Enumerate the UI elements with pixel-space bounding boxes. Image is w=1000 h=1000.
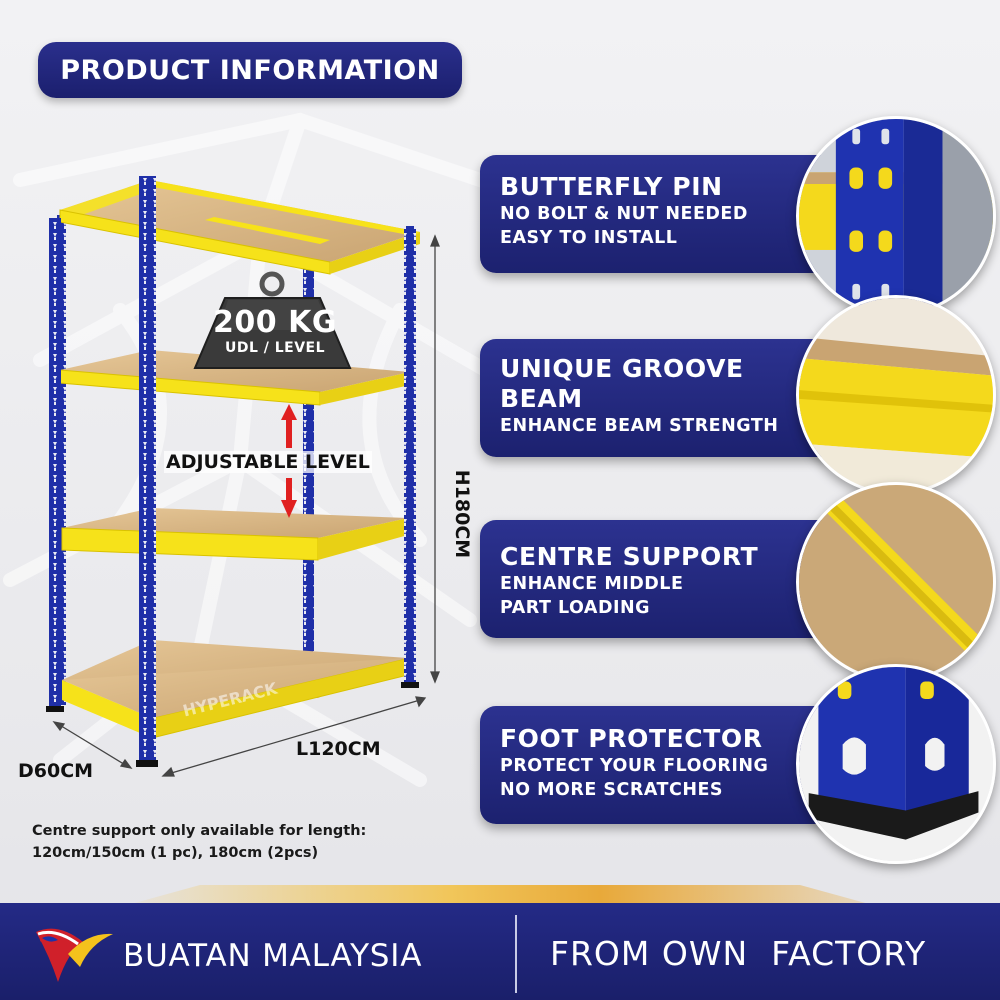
buatan-malaysia-text: BUATAN MALAYSIA [123,938,423,974]
weight-ring [259,271,285,297]
adjustable-level-label: ADJUSTABLE LEVEL [164,451,372,473]
feature-title: BUTTERFLY PIN [500,172,723,201]
bottom-banner [0,903,1000,1000]
feature-title-line-1: UNIQUE GROOVE [500,354,744,383]
groove-beam-photo [796,295,996,495]
note-line-2: 120cm/150cm (1 pc), 180cm (2pcs) [32,845,319,861]
depth-dimension-line [52,721,133,769]
back-left-upright [57,215,66,705]
feature-line: NO MORE SCRATCHES [500,780,724,800]
shelf-illustration: HYPERACK [46,176,440,777]
product-info-title: PRODUCT INFORMATION [38,42,462,98]
front-right-upright [404,226,416,686]
load-sub: UDL / LEVEL [224,340,326,356]
note-line-1: Centre support only available for length… [32,823,367,839]
butterfly-pin-photo [796,116,996,316]
feature-unique-groove-beam: UNIQUE GROOVE BEAM ENHANCE BEAM STRENGTH [480,339,840,457]
feature-line: NO BOLT & NUT NEEDED [500,204,748,224]
foot-protector-photo [796,664,996,864]
feature-line: ENHANCE MIDDLE [500,574,684,594]
height-dimension: H180CM [451,469,473,559]
height-dimension-line [430,234,440,684]
feature-line: ENHANCE BEAM STRENGTH [500,416,779,436]
depth-dimension: D60CM [18,760,94,782]
length-dimension-line [161,696,427,777]
centre-support-note: Centre support only available for length… [32,820,452,864]
own-factory-text: FROM OWN FACTORY [550,934,927,973]
feature-line: PART LOADING [500,598,651,618]
feature-line: PROTECT YOUR FLOORING [500,756,769,776]
malaysia-flag-icon [36,928,113,982]
feature-title: CENTRE SUPPORT [500,542,759,571]
adjustable-arrow [281,404,297,518]
feature-title: FOOT PROTECTOR [500,724,763,753]
feature-title-line-2: BEAM [500,384,583,413]
load-value: 200 KG [213,305,337,340]
length-dimension: L120CM [296,738,381,760]
banner-divider [515,915,517,993]
front-left-upright [139,176,156,764]
banner-accent-stripe [120,885,880,907]
load-capacity-label: 200 KG UDL / LEVEL [205,305,345,356]
front-far-left-upright [49,218,61,708]
feature-butterfly-pin: BUTTERFLY PIN NO BOLT & NUT NEEDED EASY … [480,155,840,273]
centre-support-photo [796,482,996,682]
feature-centre-support: CENTRE SUPPORT ENHANCE MIDDLE PART LOADI… [480,520,840,638]
foot-protector-front [136,760,158,767]
feature-line: EASY TO INSTALL [500,228,678,248]
feature-foot-protector: FOOT PROTECTOR PROTECT YOUR FLOORING NO … [480,706,840,824]
title-text: PRODUCT INFORMATION [60,54,440,86]
